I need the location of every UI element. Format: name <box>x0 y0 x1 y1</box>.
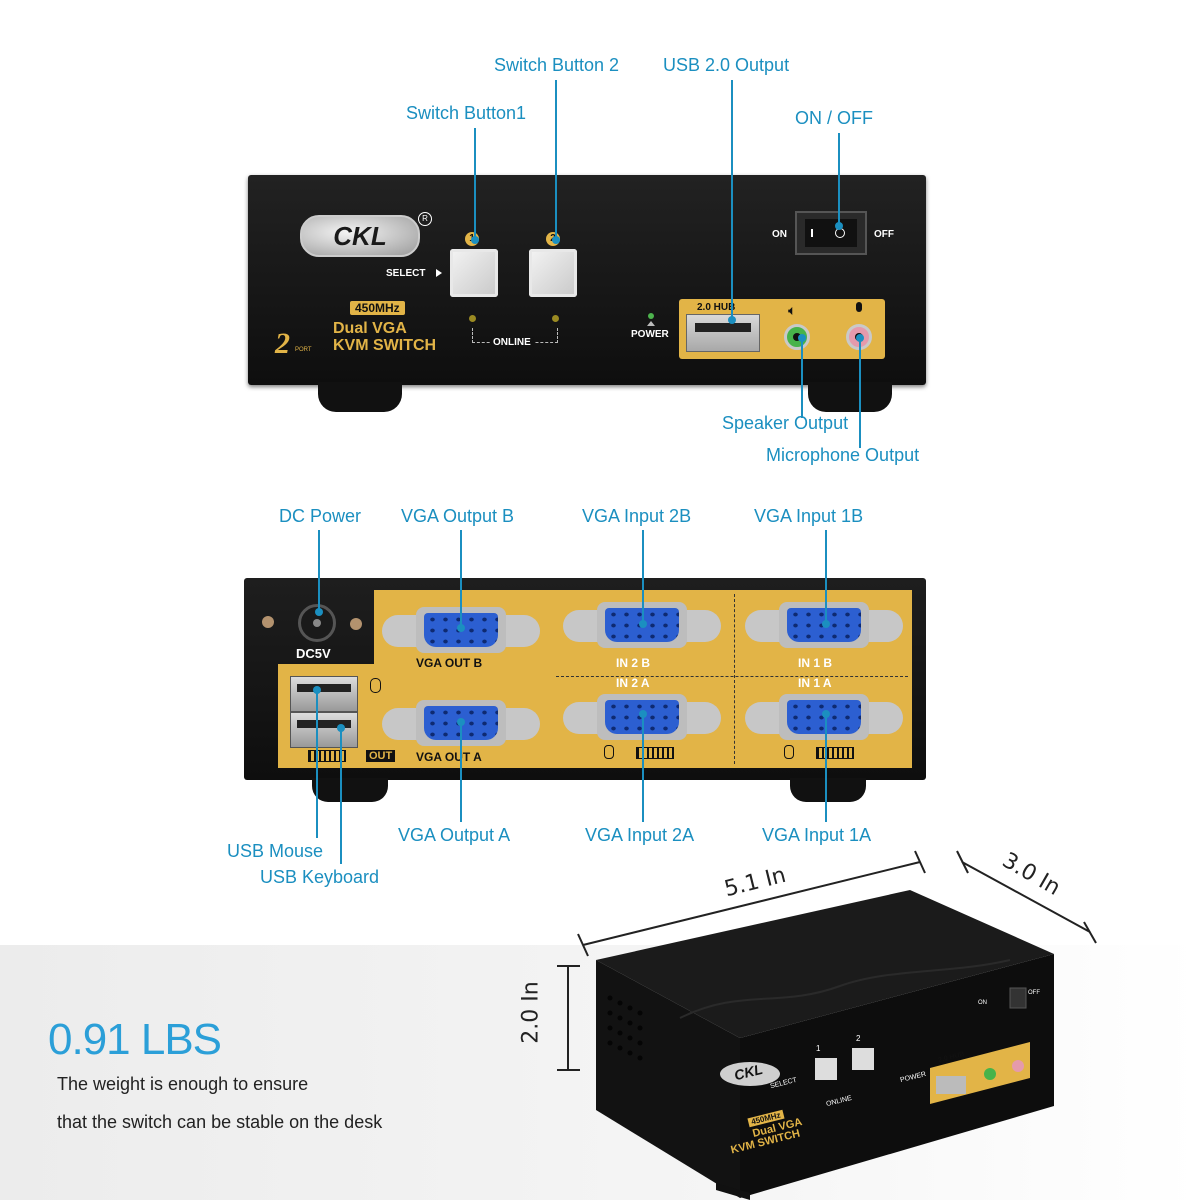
front-foot-right <box>808 382 892 412</box>
registered-mark: R <box>418 212 432 226</box>
weight-value: 0.91 LBS <box>48 1015 222 1064</box>
speaker-icon: 🔈︎ <box>788 302 797 318</box>
off-label: OFF <box>874 229 894 240</box>
callout-vga-output-b: VGA Output B <box>401 506 515 526</box>
in-2a-label: IN 2 A <box>616 676 650 690</box>
front-foot-left <box>318 382 402 412</box>
screw-mid <box>350 618 362 630</box>
mouse-icon-1 <box>784 745 794 759</box>
screw-left <box>262 616 274 628</box>
select-label: SELECT <box>386 268 426 279</box>
callout-vga-output-a: VGA Output A <box>398 825 511 845</box>
callout-vga-input-2b: VGA Input 2B <box>582 506 692 526</box>
iso-on: ON <box>978 1000 987 1006</box>
iso-btn-1: 1 <box>816 1044 821 1053</box>
port-word: PORT <box>295 347 312 353</box>
out-badge: OUT <box>366 750 396 762</box>
callout-usb-output: USB 2.0 Output <box>663 55 790 75</box>
weight-line-2: that the switch can be stable on the des… <box>57 1112 383 1132</box>
usb-mouse-port[interactable] <box>290 676 358 712</box>
callout-usb-mouse: USB Mouse <box>227 841 324 861</box>
in-1a-label: IN 1 A <box>798 676 832 690</box>
callout-usb-keyboard: USB Keyboard <box>260 867 380 887</box>
online-led-1 <box>469 315 476 322</box>
rear-foot-left <box>312 778 388 802</box>
speaker-jack[interactable] <box>784 324 810 350</box>
callout-vga-input-1b: VGA Input 1B <box>754 506 864 526</box>
dc5v-label: DC5V <box>296 646 331 661</box>
usb-port-slot <box>695 323 751 332</box>
ckl-logo: CKL <box>300 215 420 257</box>
switch-button-2[interactable] <box>529 249 577 297</box>
rear-foot-right <box>790 778 866 802</box>
callout-speaker-output: Speaker Output <box>722 413 849 433</box>
callout-vga-input-1a: VGA Input 1A <box>762 825 872 845</box>
ckl-logo-text: CKL <box>333 220 387 251</box>
callout-on-off: ON / OFF <box>795 108 873 128</box>
in-1b-label: IN 1 B <box>798 656 833 670</box>
online-label: ONLINE <box>490 337 534 348</box>
port-count: 2 <box>275 327 290 360</box>
vga-out-b-label: VGA OUT B <box>416 656 483 670</box>
vga-out-a-label: VGA OUT A <box>416 750 482 764</box>
on-label: ON <box>772 229 787 240</box>
product-line-1: Dual VGA <box>333 320 407 337</box>
usb-keyboard-port[interactable] <box>290 712 358 748</box>
callout-vga-input-2a: VGA Input 2A <box>585 825 695 845</box>
online-led-2 <box>552 315 559 322</box>
input-divider-v <box>734 594 735 764</box>
input-divider-h <box>556 676 908 677</box>
power-arrow-icon <box>647 321 655 326</box>
callout-dc-power: DC Power <box>279 506 362 526</box>
power-label: POWER <box>631 329 669 340</box>
callout-switch-button-2: Switch Button 2 <box>494 55 620 75</box>
power-led <box>648 313 654 319</box>
hub-label: 2.0 HUB <box>697 302 736 313</box>
mouse-icon-2 <box>604 745 614 759</box>
iso-off: OFF <box>1028 990 1040 996</box>
freq-badge: 450MHz <box>350 301 405 315</box>
mouse-icon <box>370 678 381 693</box>
switch-button-1[interactable] <box>450 249 498 297</box>
callout-microphone-output: Microphone Output <box>766 445 920 465</box>
keyboard-icon-1 <box>816 747 854 759</box>
iso-btn-2: 2 <box>856 1034 861 1043</box>
dim-height: 2.0 In <box>518 981 544 1044</box>
select-arrow-icon <box>436 269 442 277</box>
weight-line-1: The weight is enough to ensure <box>57 1074 309 1094</box>
product-line-2: KVM SWITCH <box>333 337 437 354</box>
usb-port[interactable] <box>686 314 760 352</box>
callout-switch-button-1: Switch Button1 <box>406 103 527 123</box>
rocker-switch[interactable] <box>795 211 867 255</box>
mic-icon <box>856 302 862 312</box>
iso-device-body <box>596 890 1054 1200</box>
keyboard-icon-2 <box>636 747 674 759</box>
dimension-lines <box>557 850 1097 1071</box>
in-2b-label: IN 2 B <box>616 656 651 670</box>
